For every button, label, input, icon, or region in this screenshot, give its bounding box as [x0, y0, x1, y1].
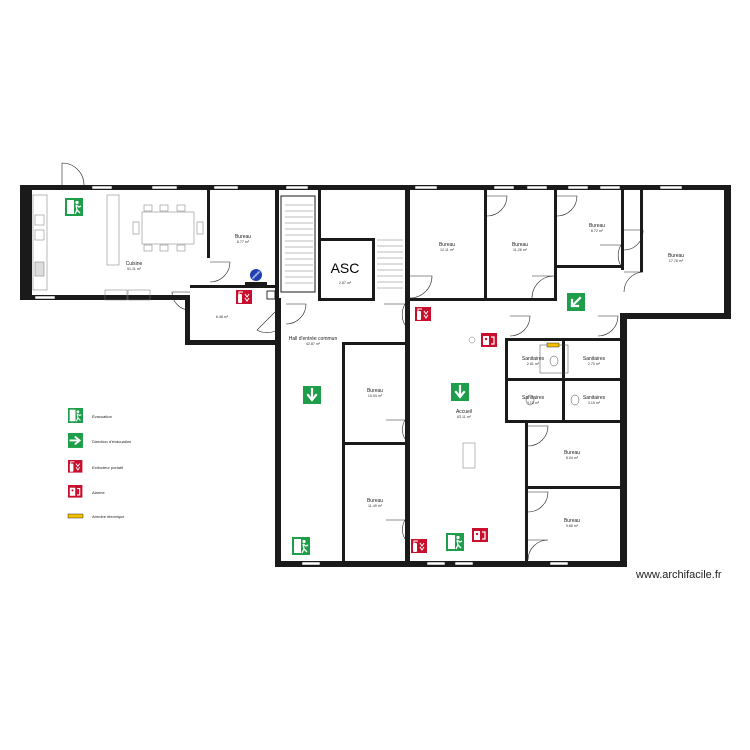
room-labels: Cuisine 51.11 m² Bureau 8.77 m² 6.48 m² … — [126, 223, 685, 528]
fire-extinguisher-icon — [410, 538, 428, 554]
evacuation-direction-icon — [449, 381, 471, 403]
evacuation-direction-icon — [301, 384, 323, 406]
emergency-exit-icon — [67, 407, 84, 424]
emergency-exit-icon — [291, 536, 311, 556]
room-asc-area: 2.87 m² — [339, 281, 352, 285]
room-bureau-6-name: Bureau — [367, 388, 383, 394]
room-cuisine-name: Cuisine — [126, 261, 143, 267]
room-accueil-name: Accueil — [456, 409, 472, 415]
fire-alarm-icon — [471, 527, 489, 543]
room-bureau-1-name: Bureau — [235, 234, 251, 240]
fire-extinguisher-icon — [414, 306, 432, 322]
room-bureau-9-area: 9.66 m² — [566, 524, 579, 528]
legend-item: Évacuation — [67, 407, 112, 424]
room-cuisine-area: 51.11 m² — [127, 267, 142, 271]
fire-extinguisher-icon — [235, 289, 253, 305]
room-sani-2-name: Sanitaires — [583, 356, 606, 362]
fire-alarm-icon — [480, 332, 498, 348]
room-local-1-area: 6.48 m² — [216, 315, 229, 319]
legend-label: Direction d'évacuation — [92, 439, 131, 444]
room-sani-1-name: Sanitaires — [522, 356, 545, 362]
room-sani-2-area: 2.70 m² — [588, 362, 601, 366]
room-bureau-8-name: Bureau — [564, 450, 580, 456]
fire-alarm-icon — [67, 484, 83, 499]
safety-signs — [64, 197, 587, 556]
evacuation-direction-icon — [67, 432, 84, 449]
electrical-cabinet-icon — [546, 342, 560, 348]
sanitary-fixtures — [525, 344, 580, 406]
watermark: www.archifacile.fr — [635, 569, 722, 581]
reception-desk — [462, 442, 476, 469]
electrical-cabinet-icon — [67, 513, 84, 519]
outer-walls — [20, 185, 731, 567]
kitchen-furniture — [32, 194, 204, 301]
room-bureau-1-area: 8.77 m² — [237, 240, 250, 244]
room-sani-4-name: Sanitaires — [583, 395, 606, 401]
room-bureau-3-name: Bureau — [512, 242, 528, 248]
room-accueil-area: 63.11 m² — [457, 415, 472, 419]
column — [468, 336, 476, 344]
room-bureau-7-area: 11.49 m² — [368, 504, 383, 508]
room-bureau-9-name: Bureau — [564, 518, 580, 524]
room-bureau-2-name: Bureau — [439, 242, 455, 248]
legend-item: Extincteur portatif — [67, 459, 124, 474]
room-bureau-5-area: 17.78 m² — [669, 259, 684, 263]
interior-walls — [190, 190, 643, 566]
evacuation-direction-icon — [565, 291, 587, 313]
room-bureau-4-area: 8.72 m² — [591, 229, 604, 233]
room-bureau-6-area: 10.93 m² — [368, 394, 383, 398]
room-asc-name: ASC — [331, 260, 360, 276]
fire-extinguisher-icon — [67, 459, 83, 474]
meter-box-icon — [266, 290, 276, 300]
room-bureau-5-name: Bureau — [668, 253, 684, 259]
legend: Évacuation Direction d'évacuation Extinc… — [67, 407, 131, 519]
room-bureau-7-name: Bureau — [367, 498, 383, 504]
room-sani-1-area: 2.81 m² — [527, 362, 540, 366]
emergency-exit-icon — [64, 197, 84, 217]
legend-item: Alarme — [67, 484, 105, 499]
stairs — [285, 204, 403, 289]
room-hall-area: 42.87 m² — [306, 342, 321, 346]
room-bureau-8-area: 8.04 m² — [566, 456, 579, 460]
room-hall-name: Hall d'entrée commun — [289, 336, 338, 342]
legend-label: Extincteur portatif — [92, 465, 124, 470]
emergency-exit-icon — [445, 532, 465, 552]
legend-label: Évacuation — [92, 414, 112, 419]
legend-label: Alarme — [92, 490, 105, 495]
legend-item: Armoire électrique — [67, 513, 125, 519]
legend-item: Direction d'évacuation — [67, 432, 131, 449]
room-bureau-3-area: 11.28 m² — [513, 248, 528, 252]
room-bureau-2-area: 12.11 m² — [440, 248, 455, 252]
doors — [61, 162, 644, 561]
room-sani-3-area: 3.18 m² — [527, 401, 540, 405]
room-sani-4-area: 3.15 m² — [588, 401, 601, 405]
legend-label: Armoire électrique — [92, 514, 125, 519]
windows — [34, 185, 683, 566]
room-bureau-4-name: Bureau — [589, 223, 605, 229]
room-sani-3-name: Sanitaires — [522, 395, 545, 401]
